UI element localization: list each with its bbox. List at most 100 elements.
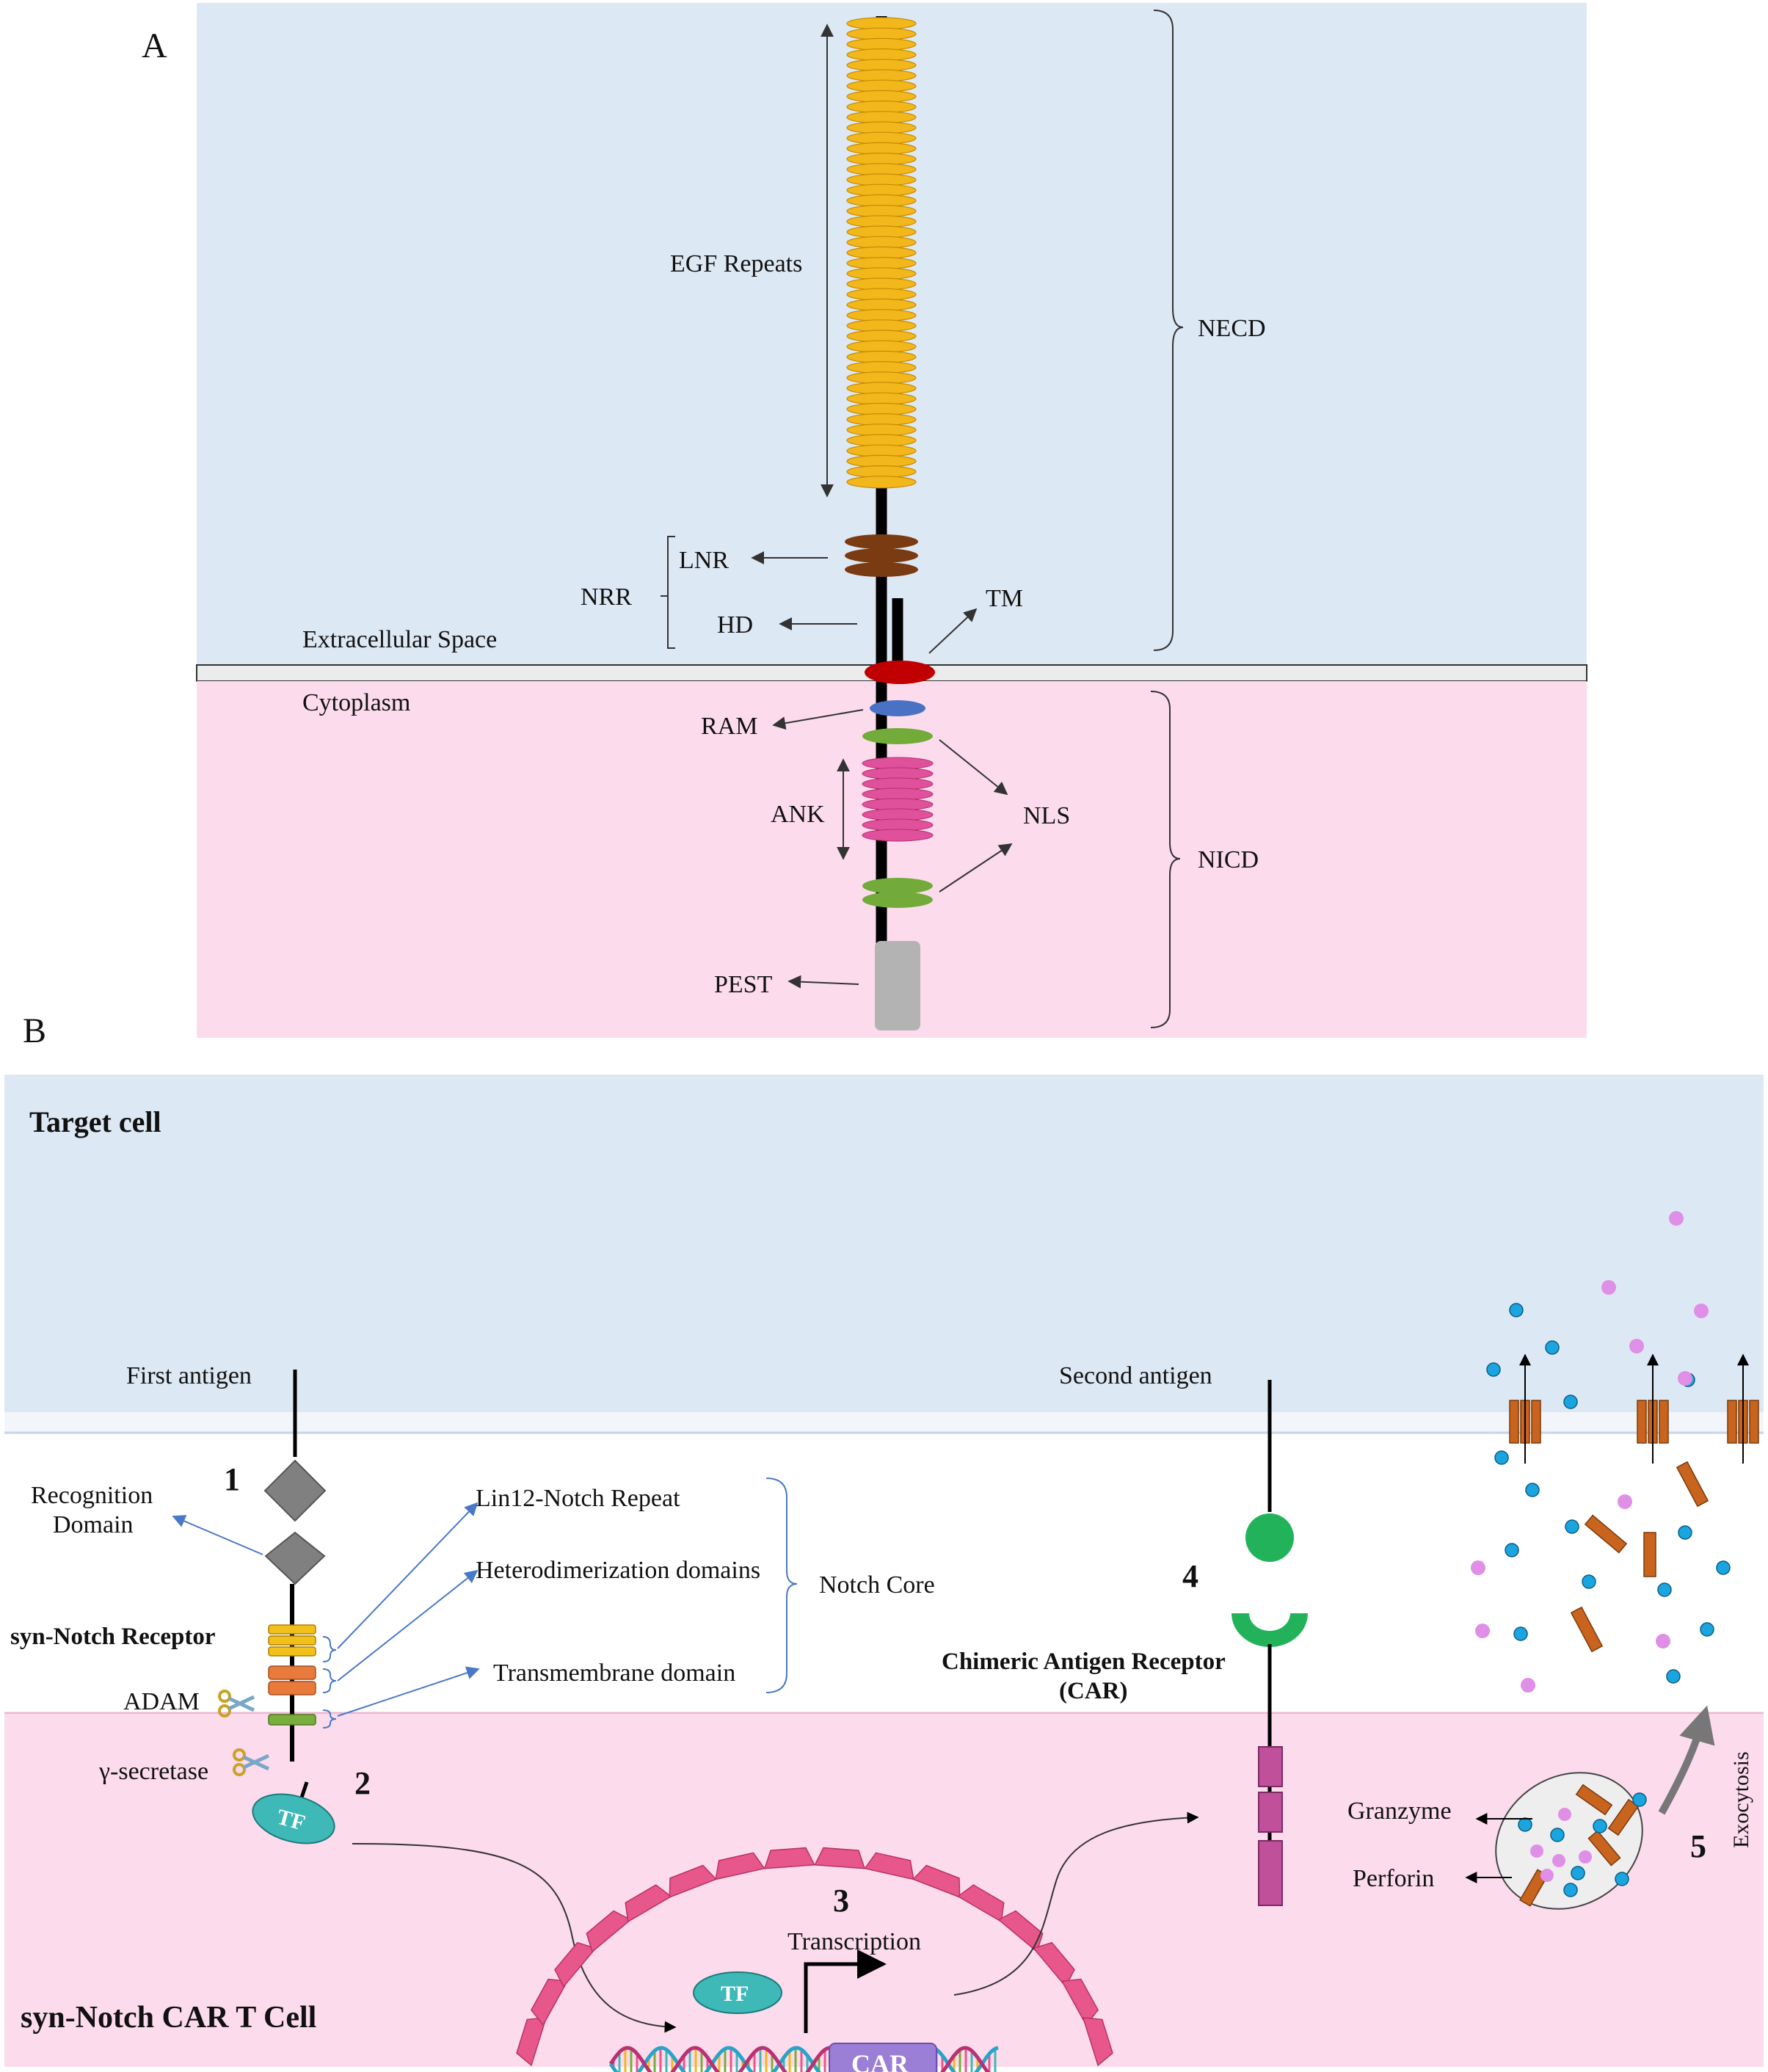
egf-repeat xyxy=(846,392,917,405)
target-cell-label: Target cell xyxy=(29,1105,161,1138)
released-dot xyxy=(1563,1395,1578,1409)
perforin-dot xyxy=(1471,1560,1485,1575)
tm-small-brace xyxy=(322,1709,337,1729)
nuclear-envelope xyxy=(516,1847,1113,2067)
released-dot xyxy=(1565,1519,1579,1534)
perforin-dot xyxy=(1694,1304,1709,1318)
ram-arrow xyxy=(772,709,864,730)
ank-repeat xyxy=(862,829,934,842)
cytoplasm-label: Cytoplasm xyxy=(302,689,410,716)
egf-repeats xyxy=(846,17,917,489)
released-dot xyxy=(1509,1303,1524,1317)
egf-repeat xyxy=(846,412,917,426)
tf-path-arrow xyxy=(352,1843,677,2033)
nuclear-pore-segment xyxy=(625,1884,672,1923)
step-4: 4 xyxy=(1182,1558,1198,1594)
granzyme-rod xyxy=(1575,1784,1613,1816)
recognition-domain-shape xyxy=(264,1531,326,1585)
ram-domain xyxy=(870,700,925,716)
nls-domain xyxy=(862,728,933,744)
ank-label: ANK xyxy=(771,801,825,828)
ank-repeats xyxy=(862,757,934,842)
car-binding-cup xyxy=(1232,1613,1308,1647)
lin12-repeat-block xyxy=(268,1624,316,1635)
hetero-arrow xyxy=(337,1569,479,1682)
nls-domain xyxy=(862,892,933,908)
lnr-domain xyxy=(845,548,918,563)
nuclear-pore-segment xyxy=(814,1847,866,1869)
egf-repeat xyxy=(846,27,917,40)
granule-dot xyxy=(1550,1828,1565,1842)
granule-dot xyxy=(1518,1817,1532,1832)
car-gene-box xyxy=(829,2043,937,2072)
panel-a-letter: A xyxy=(142,26,167,65)
car-signaling-domain xyxy=(1258,1792,1283,1833)
perforin-dot xyxy=(1579,1850,1592,1864)
heterodimerization-block xyxy=(268,1665,316,1680)
granzyme-rod xyxy=(1570,1606,1604,1653)
lnr-label: LNR xyxy=(679,547,729,574)
released-dot xyxy=(1716,1560,1731,1575)
granule-dot xyxy=(1593,1819,1607,1833)
nuclear-pore-segment xyxy=(1033,1941,1075,1988)
nicd-brace xyxy=(1150,691,1181,1028)
lnr-domain xyxy=(845,534,918,549)
nuclear-pore-segment xyxy=(763,1847,815,1869)
target-membrane xyxy=(4,1412,1764,1434)
granzyme-rod xyxy=(1584,1514,1628,1554)
transcription-label: Transcription xyxy=(787,1928,921,1955)
recognition-domain-label-1: Recognition xyxy=(31,1482,153,1509)
necd-brace xyxy=(1153,10,1184,651)
pest-label: PEST xyxy=(714,971,773,998)
syn-notch-receptor-label: syn-Notch Receptor xyxy=(10,1624,216,1650)
lin12-repeat-block xyxy=(268,1646,316,1657)
egf-repeat xyxy=(846,465,917,479)
granzyme-label: Granzyme xyxy=(1347,1797,1452,1825)
released-dot xyxy=(1494,1450,1509,1465)
pest-arrow xyxy=(787,975,859,989)
nrr-bracket xyxy=(661,536,675,649)
tcell-region xyxy=(4,1715,1764,2067)
released-dot xyxy=(1525,1483,1540,1497)
nuclear-pore-segment xyxy=(586,1910,632,1953)
granule-dot xyxy=(1615,1872,1629,1886)
egf-repeats-label: EGF Repeats xyxy=(670,250,802,277)
first-antigen-diamond xyxy=(263,1459,327,1522)
nuclear-pore-segment xyxy=(957,1884,1005,1923)
transmembrane-block xyxy=(268,1714,316,1726)
tm-domain xyxy=(865,661,935,684)
extracellular-space-label: Extracellular Space xyxy=(302,626,497,653)
perforin-dot xyxy=(1656,1634,1670,1648)
lin12-arrow xyxy=(337,1502,479,1649)
egf-repeat xyxy=(846,434,917,447)
heterodimerization-label: Heterodimerization domains xyxy=(476,1557,760,1584)
nuclear-pore-segment xyxy=(864,1852,914,1880)
egf-repeat xyxy=(846,382,917,395)
released-dot xyxy=(1582,1574,1596,1589)
step-5: 5 xyxy=(1690,1828,1706,1864)
released-dot xyxy=(1678,1525,1692,1540)
egf-repeat xyxy=(846,424,917,437)
nuclear-pore-segment xyxy=(554,1941,597,1988)
hd-label: HD xyxy=(717,611,753,639)
notch-core-brace xyxy=(765,1477,798,1693)
step-1: 1 xyxy=(224,1461,240,1497)
notch-core-label: Notch Core xyxy=(819,1571,935,1599)
released-dot xyxy=(1700,1622,1714,1637)
tm-arrow xyxy=(928,608,978,654)
nuclear-pore-segment xyxy=(1061,1978,1099,2026)
granule-dot xyxy=(1571,1866,1585,1880)
car-expression-arrow xyxy=(953,1811,1199,1996)
nuclear-pore-segment xyxy=(669,1864,718,1898)
perforin-dot xyxy=(1618,1494,1632,1509)
perforin-dot xyxy=(1629,1339,1644,1353)
tf-released xyxy=(252,1793,335,1844)
car-gene-label: CAR xyxy=(851,2049,909,2072)
perforin-pore xyxy=(1637,1400,1647,1444)
gamma-secretase-label: γ-secretase xyxy=(98,1758,208,1785)
nuclear-pore-segment xyxy=(997,1910,1044,1953)
car-signaling-domain xyxy=(1258,1840,1283,1906)
nls-arrow-2 xyxy=(939,843,1013,893)
egf-repeat xyxy=(846,476,917,489)
